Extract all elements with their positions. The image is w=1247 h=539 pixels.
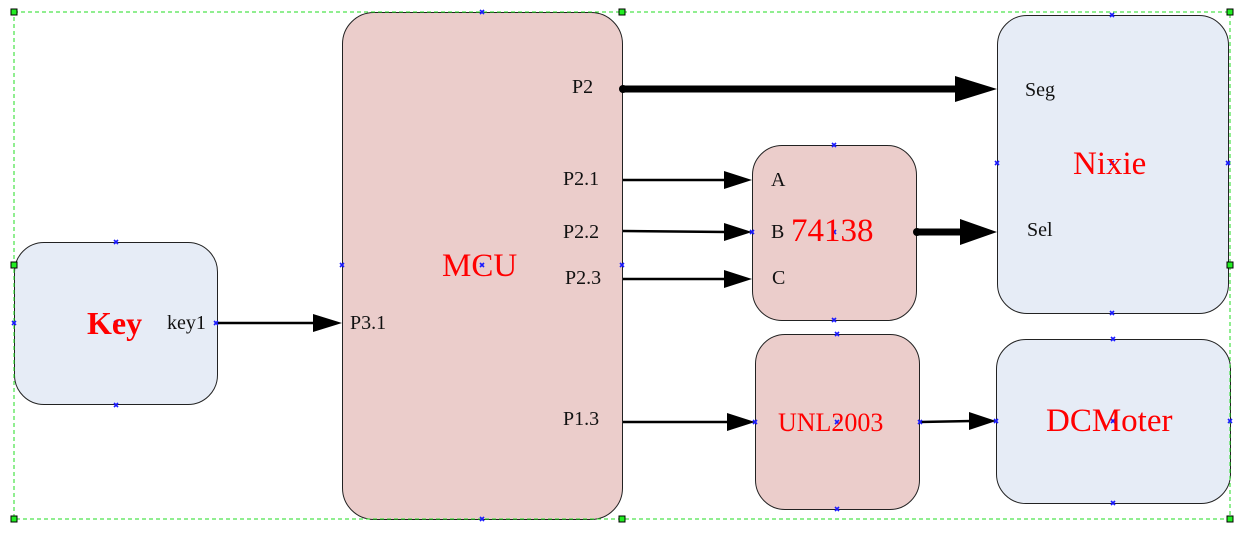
connector-key1-p31[interactable]	[218, 314, 342, 332]
resize-handle[interactable]	[1226, 8, 1234, 16]
resize-handle[interactable]	[618, 8, 626, 16]
port-c: C	[772, 267, 786, 289]
mcu-title: MCU	[442, 248, 518, 284]
motor-title: DCMoter	[1046, 403, 1173, 439]
resize-handle[interactable]	[10, 515, 18, 523]
resize-handle[interactable]	[10, 8, 18, 16]
port-p21: P2.1	[563, 168, 600, 190]
connector-p2-seg-bus[interactable]	[619, 76, 997, 102]
connector-uln2003-motor[interactable]	[919, 412, 996, 430]
uln2003-title: UNL2003	[778, 408, 884, 437]
resize-handle[interactable]	[1226, 261, 1234, 269]
port-b: B	[771, 221, 785, 243]
decoder-title: 74138	[791, 213, 874, 249]
resize-handle[interactable]	[10, 261, 18, 269]
port-sel: Sel	[1027, 219, 1053, 241]
nixie-title: Nixie	[1073, 146, 1147, 182]
connector-74138-sel-bus[interactable]	[913, 219, 997, 245]
port-key1: key1	[167, 312, 206, 334]
connection-points	[11, 9, 1233, 522]
port-p13: P1.3	[563, 408, 600, 430]
port-seg: Seg	[1025, 79, 1055, 101]
port-p2: P2	[572, 76, 594, 98]
port-p31: P3.1	[350, 312, 387, 334]
connector-p23-c[interactable]	[623, 270, 752, 288]
resize-handle[interactable]	[1226, 515, 1234, 523]
port-p23: P2.3	[565, 267, 602, 289]
resize-handle[interactable]	[618, 515, 626, 523]
port-a: A	[771, 169, 786, 191]
key-title: Key	[87, 305, 143, 341]
connector-p21-a[interactable]	[623, 171, 752, 189]
connector-p22-b[interactable]	[622, 223, 752, 241]
resize-handles[interactable]	[10, 8, 1234, 523]
port-p22: P2.2	[563, 221, 600, 243]
connector-p13-uln2003[interactable]	[623, 413, 755, 431]
